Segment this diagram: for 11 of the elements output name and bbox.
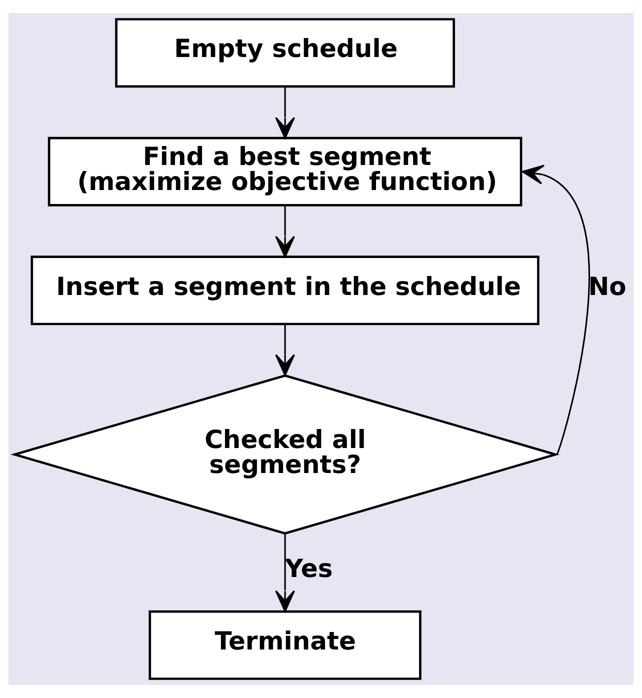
arrow (275, 86, 295, 139)
edge-label: No (588, 272, 626, 301)
arrow (522, 164, 590, 455)
node-box: Terminate (148, 610, 422, 680)
arrow (275, 324, 295, 376)
node-box: Empty schedule (115, 18, 455, 88)
node-diamond: Checked all segments? (10, 374, 560, 535)
arrow (275, 205, 295, 258)
node-box: Find a best segment (maximize objective function) (48, 136, 522, 206)
node-box: Insert a segment in the schedule (30, 256, 540, 326)
arrow (275, 533, 295, 612)
